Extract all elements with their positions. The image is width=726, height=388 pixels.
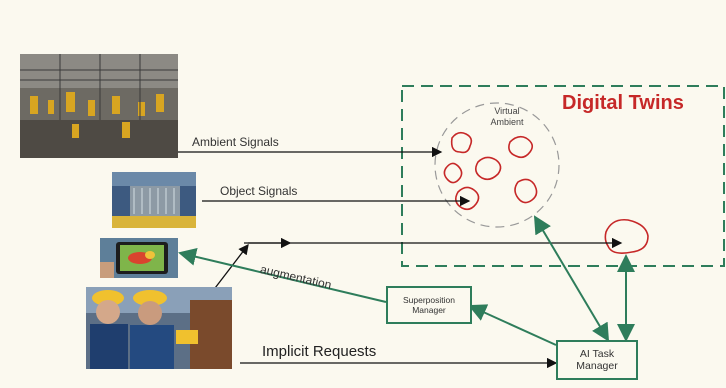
twin-blob	[450, 131, 473, 154]
implicit-requests-label: Implicit Requests	[262, 343, 377, 360]
twin-blob	[514, 178, 538, 204]
digital-twins-title: Digital Twins	[562, 92, 684, 114]
twin-blob	[454, 186, 480, 211]
ai-to-virtual-ambient-arrow	[533, 215, 610, 342]
worker-upward-arrow	[211, 243, 249, 293]
ai-to-superposition-arrow	[468, 304, 557, 346]
virtual-ambient-circle	[434, 102, 560, 228]
twin-blob	[474, 156, 502, 181]
digital-twins-boundary	[401, 85, 725, 267]
tablet-ar-image	[100, 238, 178, 278]
twin-blob	[443, 162, 463, 184]
green-arrows	[178, 215, 635, 346]
twin-blob	[508, 135, 534, 159]
factory-floor-image	[20, 54, 178, 158]
virtual-ambient-label: Virtual Ambient	[490, 106, 524, 127]
ai-task-manager-box: AI Task Manager	[556, 340, 638, 380]
workers-hardhats-image	[86, 287, 232, 369]
object-signals-label: Object Signals	[220, 184, 298, 198]
ambient-signals-label: Ambient Signals	[192, 135, 279, 149]
twin-blob	[604, 218, 649, 254]
turbine-machine-image	[112, 172, 196, 228]
superposition-to-tablet-arrow	[178, 247, 387, 303]
superposition-manager-box: Superposition Manager	[386, 286, 472, 324]
